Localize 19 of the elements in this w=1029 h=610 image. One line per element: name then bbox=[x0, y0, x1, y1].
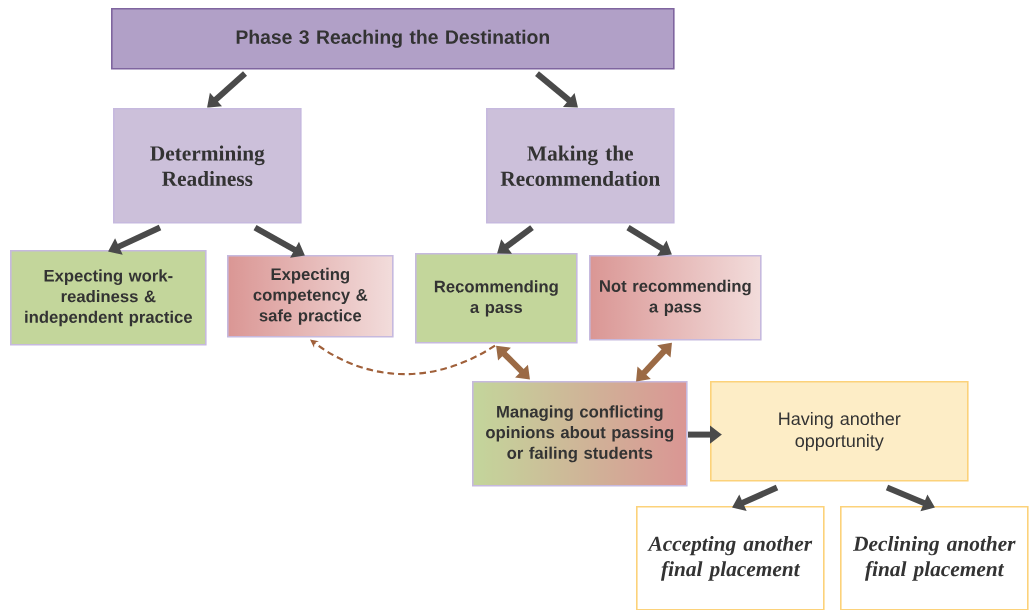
theme-box: Not recommending a pass bbox=[589, 255, 762, 341]
theme-box: Recommending a pass bbox=[415, 253, 578, 344]
arrow bbox=[535, 71, 578, 108]
arrow bbox=[732, 484, 779, 512]
title-box: Phase 3 Reaching the Destination bbox=[111, 8, 675, 70]
theme-box: Having another opportunity bbox=[710, 381, 969, 482]
arrow bbox=[497, 225, 534, 254]
arrow bbox=[496, 345, 530, 380]
arrow bbox=[310, 339, 496, 376]
outcome-box: Declining another final placement bbox=[840, 506, 1029, 610]
arrow bbox=[108, 224, 162, 255]
outcome-box: Accepting another final placement bbox=[636, 506, 825, 610]
category-box: Making the Recommendation bbox=[486, 108, 675, 224]
arrow bbox=[207, 71, 247, 108]
theme-box: Expecting competency & safe practice bbox=[227, 255, 394, 338]
category-box: Determining Readiness bbox=[113, 108, 302, 224]
arrow bbox=[253, 224, 305, 258]
theme-box: Expecting work-readiness & independent practice bbox=[10, 250, 207, 346]
theme-box: Managing conflicting opinions about passing or failing students bbox=[472, 381, 688, 487]
